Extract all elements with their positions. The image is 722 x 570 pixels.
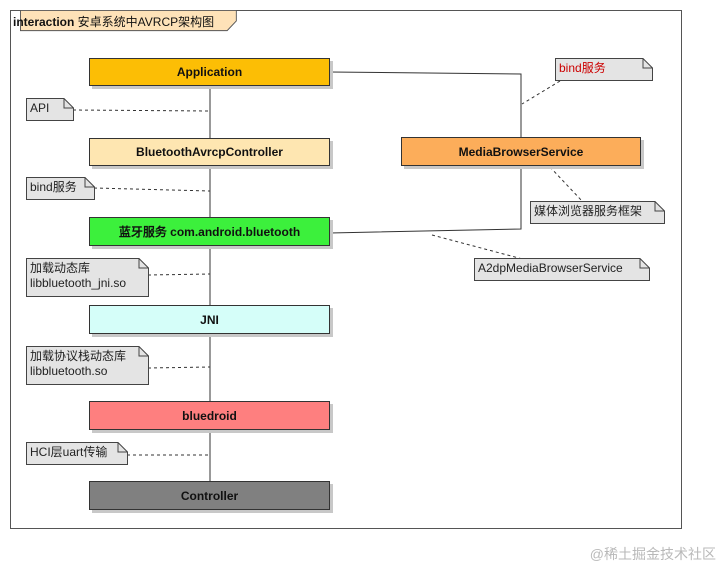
media-browser-service-box: MediaBrowserService (401, 137, 641, 166)
bluedroid-box: bluedroid (89, 401, 330, 430)
a2dp-service-text: A2dpMediaBrowserService (478, 261, 623, 275)
bind-right-note-link (521, 80, 561, 105)
media-framework-text: 媒体浏览器服务框架 (534, 204, 643, 218)
title-main: 安卓系统中AVRCP架构图 (74, 15, 215, 29)
load-jni-lib-line1: 加载动态库 (30, 261, 91, 275)
avrcp-controller-box: BluetoothAvrcpController (89, 138, 330, 166)
a2dp-note-link (431, 234, 531, 262)
load-jni-lib-line2: libbluetooth_jni.so (30, 276, 127, 290)
application-box: Application (89, 58, 330, 86)
media-framework-note: 媒体浏览器服务框架 (530, 201, 665, 224)
load-stack-lib-line2: libbluetooth.so (30, 364, 108, 378)
bind-service-left-text: bind服务 (30, 180, 77, 194)
bind-service-note-left: bind服务 (26, 177, 95, 200)
stack-lib-note-link (147, 366, 211, 369)
diagram-frame (10, 10, 682, 529)
jni-lib-note-link (147, 273, 211, 276)
load-stack-lib-note: 加载协议栈动态库 libbluetooth.so (26, 346, 149, 385)
watermark: @稀土掘金技术社区 (589, 546, 716, 562)
title-tab (19, 10, 237, 32)
controller-box: Controller (89, 481, 330, 510)
title-prefix: interaction (13, 15, 75, 29)
api-note-text: API (30, 101, 50, 115)
media-framework-note-link (549, 166, 583, 202)
bluetooth-service-box: 蓝牙服务 com.android.bluetooth (89, 217, 330, 246)
bind-left-note-link (93, 187, 211, 192)
load-stack-lib-line1: 加载协议栈动态库 (30, 349, 127, 363)
api-note-link (72, 109, 211, 112)
hci-uart-text: HCI层uart传输 (30, 445, 108, 459)
api-note: API (26, 98, 74, 121)
load-jni-lib-note: 加载动态库 libbluetooth_jni.so (26, 258, 149, 297)
hci-uart-note: HCI层uart传输 (26, 442, 128, 465)
a2dp-service-note: A2dpMediaBrowserService (474, 258, 650, 281)
bind-service-right-text: bind服务 (559, 61, 606, 75)
jni-box: JNI (89, 305, 330, 334)
diagram-title: interaction 安卓系统中AVRCP架构图 (13, 13, 214, 30)
bind-service-note-right: bind服务 (555, 58, 653, 81)
